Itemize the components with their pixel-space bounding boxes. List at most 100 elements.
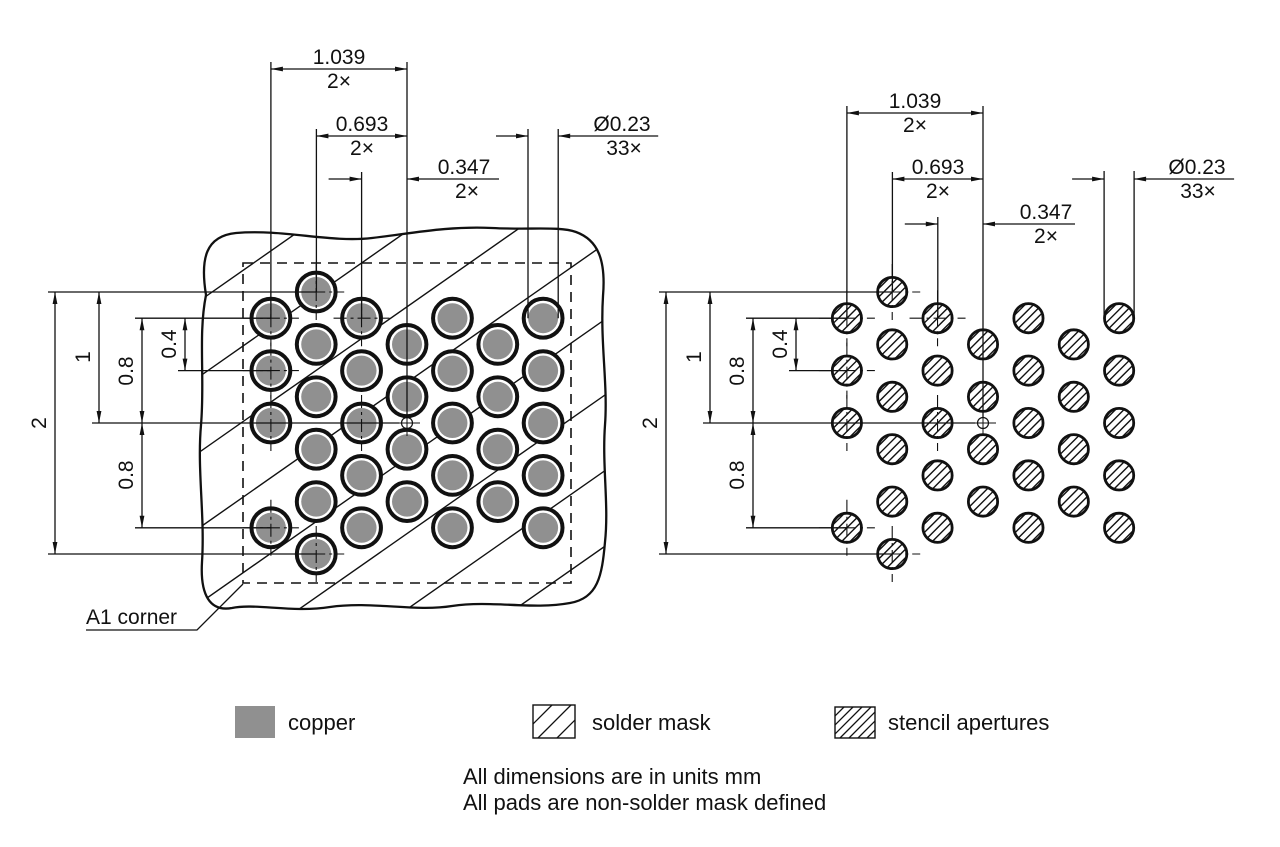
stencil-aperture <box>1012 511 1045 544</box>
origin-marker <box>970 410 996 436</box>
aperture-hatch-line <box>1014 356 1034 376</box>
aperture-hatch-line <box>1031 373 1043 385</box>
aperture-hatch-line <box>985 504 998 516</box>
aperture-hatch-line <box>841 312 861 333</box>
aperture-hatch-line <box>833 304 853 324</box>
aperture-hatch-line <box>927 517 949 539</box>
aperture-hatch-line <box>1063 438 1085 460</box>
stencil-aperture <box>1057 433 1090 466</box>
stencil-aperture <box>1103 459 1136 492</box>
dimension-arrow <box>407 176 419 182</box>
aperture-hatch-line <box>940 320 952 333</box>
aperture-hatch-line <box>849 320 862 333</box>
center-marks <box>818 264 966 582</box>
aperture-hatch-line <box>1121 373 1134 385</box>
hatch-line <box>199 227 607 609</box>
aperture-hatch-line <box>878 540 898 560</box>
aperture-hatch-line <box>886 391 907 411</box>
stencil-aperture <box>921 354 954 387</box>
aperture-hatch-line <box>1113 417 1133 437</box>
aperture-hatch-line <box>1017 412 1039 434</box>
aperture-hatch-line <box>932 312 952 333</box>
aperture-hatch-line <box>877 330 890 342</box>
aperture-hatch-line <box>932 417 952 437</box>
copper-land <box>301 434 332 465</box>
swatch-hatch-line <box>835 707 845 717</box>
stencil-aperture <box>1103 406 1136 439</box>
aperture-hatch-line <box>1063 386 1085 408</box>
aperture-hatch-line <box>1014 409 1034 429</box>
aperture-hatch-line <box>878 330 898 350</box>
dimension-arrow <box>96 292 102 304</box>
aperture-hatch-line <box>841 365 861 385</box>
dimension-vertical: 2 <box>639 292 669 554</box>
swatch-hatch-line <box>835 707 863 735</box>
dimension-arrow <box>182 318 188 331</box>
copper-pad <box>431 454 474 497</box>
aperture-hatch-line <box>1105 356 1125 376</box>
copper-land <box>392 434 422 465</box>
copper-land <box>346 460 377 491</box>
aperture-hatch-line <box>1023 522 1043 542</box>
aperture-hatch-line <box>968 382 981 395</box>
dimension-count: 2× <box>350 137 374 160</box>
aperture-hatch-line <box>849 530 862 543</box>
dimension-value: 1 <box>72 351 95 363</box>
swatch-hatch <box>533 705 575 738</box>
copper-pad <box>340 454 383 497</box>
swatch-hatch-line <box>556 719 575 738</box>
swatch-hatch-line <box>857 720 875 738</box>
dimension-value: 0.347 <box>1020 201 1073 224</box>
dimension-arrow <box>663 542 669 554</box>
aperture-hatch-line <box>1059 434 1072 447</box>
aperture-hatch-line <box>1076 347 1089 359</box>
copper-pad <box>431 401 474 445</box>
aperture-hatch-line <box>1059 487 1080 507</box>
dimension-arrow <box>750 515 756 528</box>
copper-pad <box>476 375 520 419</box>
stencil-aperture <box>1103 354 1136 387</box>
dimension-arrow <box>1134 176 1147 182</box>
copper-pad <box>431 506 474 550</box>
aperture-hatch-line <box>1108 360 1130 382</box>
aperture-hatch-line <box>1105 513 1125 534</box>
aperture-hatch-line <box>1017 360 1039 382</box>
dimension-value: 0.8 <box>726 356 749 385</box>
dimension-value: 0.693 <box>912 156 965 179</box>
copper-pad <box>476 427 520 471</box>
dimension-count: 2× <box>926 180 950 203</box>
dimension-value: 0.8 <box>115 460 138 489</box>
copper-pad <box>521 296 565 340</box>
aperture-hatch-line <box>985 399 998 412</box>
aperture-hatch-line <box>894 556 907 569</box>
dimension-value: 0.4 <box>769 329 792 359</box>
dimension-arrow <box>750 423 756 435</box>
aperture-hatch-line <box>833 409 853 429</box>
dimension-arrow <box>52 292 58 304</box>
aperture-hatch-line <box>886 548 907 568</box>
stencil-aperture <box>967 485 1000 518</box>
aperture-hatch-line <box>969 435 989 455</box>
copper-pad <box>431 296 474 340</box>
aperture-hatch-line <box>1014 356 1026 368</box>
dimension-vertical: 2 <box>28 292 58 554</box>
dimension-value: 0.4 <box>158 329 181 359</box>
aperture-hatch-line <box>832 303 845 316</box>
dimension-value: 0.347 <box>438 156 491 179</box>
dimension-arrow <box>971 176 983 182</box>
aperture-hatch-line <box>968 487 981 499</box>
aperture-hatch-line <box>1031 478 1043 490</box>
aperture-hatch-line <box>1059 487 1072 499</box>
aperture-hatch-line <box>1014 304 1034 324</box>
dimension-vertical: 0.8 <box>115 423 145 528</box>
stencil-aperture <box>1057 380 1090 413</box>
aperture-hatch-line <box>1014 461 1026 473</box>
aperture-hatch-line <box>940 530 952 543</box>
copper-land <box>437 512 468 543</box>
aperture-hatch-line <box>894 504 907 516</box>
stencil-aperture <box>1012 459 1045 492</box>
